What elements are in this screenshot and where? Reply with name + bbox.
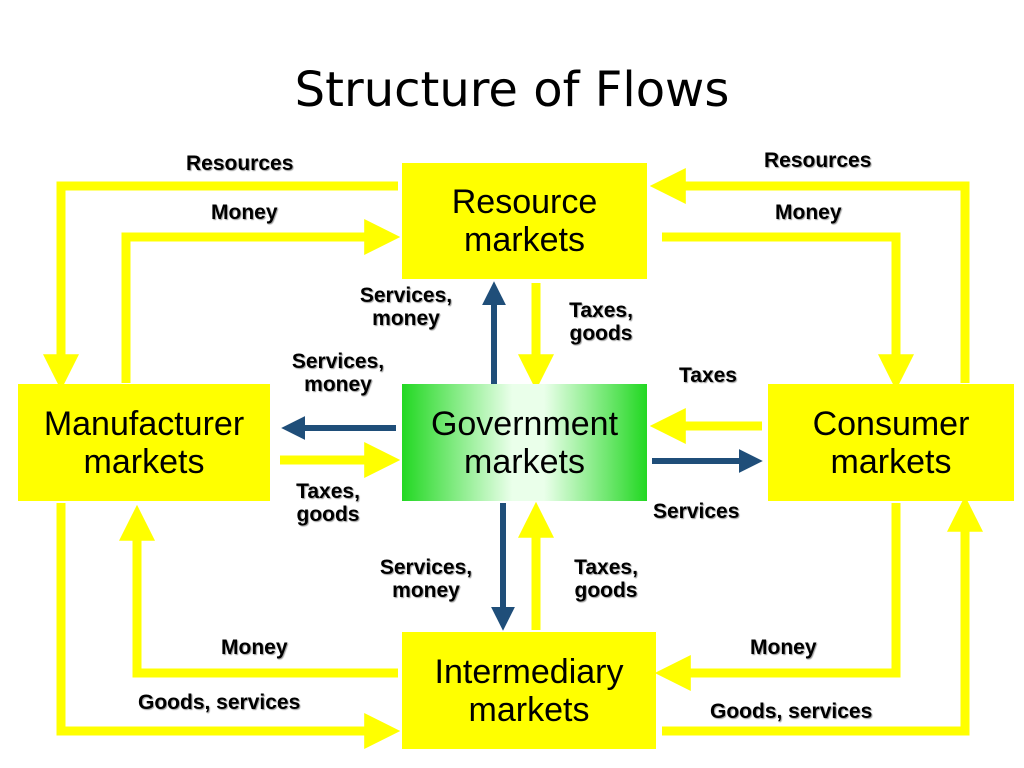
label-gov-to-manufacturer-line1: Services, xyxy=(291,350,385,373)
flow-goods-to-intermediary xyxy=(56,503,401,749)
resource-markets-line2: markets xyxy=(464,221,585,259)
label-bottom-left-goods: Goods, services xyxy=(138,691,301,714)
label-gov-to-intermediary-line1: Services, xyxy=(379,556,473,579)
manufacturer-markets-line2: markets xyxy=(83,442,205,481)
label-gov-to-intermediary: Services, money xyxy=(368,556,484,602)
label-intermediary-to-gov-line1: Taxes, xyxy=(574,556,638,579)
label-intermediary-to-gov-line2: goods xyxy=(574,579,638,602)
flow-money-to-intermediary xyxy=(654,503,901,691)
government-markets-line2: markets xyxy=(464,442,585,481)
label-gov-to-resource: Services, money xyxy=(348,284,464,330)
manufacturer-markets-line1: Manufacturer xyxy=(43,404,245,443)
label-gov-to-manufacturer-line2: money xyxy=(304,373,372,396)
label-top-left-resources: Resources xyxy=(186,152,294,175)
flow-goods-to-consumer xyxy=(662,495,983,736)
label-top-right-resources: Resources xyxy=(764,149,872,172)
label-resource-to-gov-line1: Taxes, xyxy=(569,299,633,322)
label-gov-to-manufacturer: Services, money xyxy=(280,350,396,396)
label-bottom-right-goods: Goods, services xyxy=(710,700,873,723)
label-gov-to-resource-line2: money xyxy=(372,307,440,330)
resource-markets-line1: Resource xyxy=(451,183,598,221)
consumer-markets-line1: Consumer xyxy=(812,404,970,443)
label-resource-to-gov-line2: goods xyxy=(569,322,633,345)
label-manufacturer-to-gov-line1: Taxes, xyxy=(296,480,360,503)
intermediary-markets-line2: markets xyxy=(468,690,590,729)
label-gov-to-resource-line1: Services, xyxy=(359,284,453,307)
flow-resources-from-consumer xyxy=(649,168,970,383)
consumer-markets-line2: markets xyxy=(830,442,952,481)
label-bottom-right-money: Money xyxy=(750,636,817,659)
label-top-left-money: Money xyxy=(211,201,278,224)
intermediary-markets-line1: Intermediary xyxy=(434,652,624,691)
flow-money-to-resource-left xyxy=(121,219,401,383)
label-resource-to-gov: Taxes, goods xyxy=(558,299,644,345)
label-gov-to-consumer: Services xyxy=(653,500,740,523)
label-consumer-to-gov: Taxes xyxy=(679,364,737,387)
flow-money-to-consumer xyxy=(662,232,914,391)
label-bottom-left-money: Money xyxy=(221,636,288,659)
flow-resources-to-manufacturer xyxy=(43,181,398,391)
label-intermediary-to-gov: Taxes, goods xyxy=(563,556,649,602)
label-gov-to-intermediary-line2: money xyxy=(392,579,460,602)
label-top-right-money: Money xyxy=(775,201,842,224)
flow-money-to-manufacturer xyxy=(119,504,398,678)
page-title: Structure of Flows xyxy=(294,62,730,118)
label-manufacturer-to-gov: Taxes, goods xyxy=(285,480,371,526)
government-markets-line1: Government xyxy=(430,404,619,443)
label-manufacturer-to-gov-line2: goods xyxy=(296,503,360,526)
